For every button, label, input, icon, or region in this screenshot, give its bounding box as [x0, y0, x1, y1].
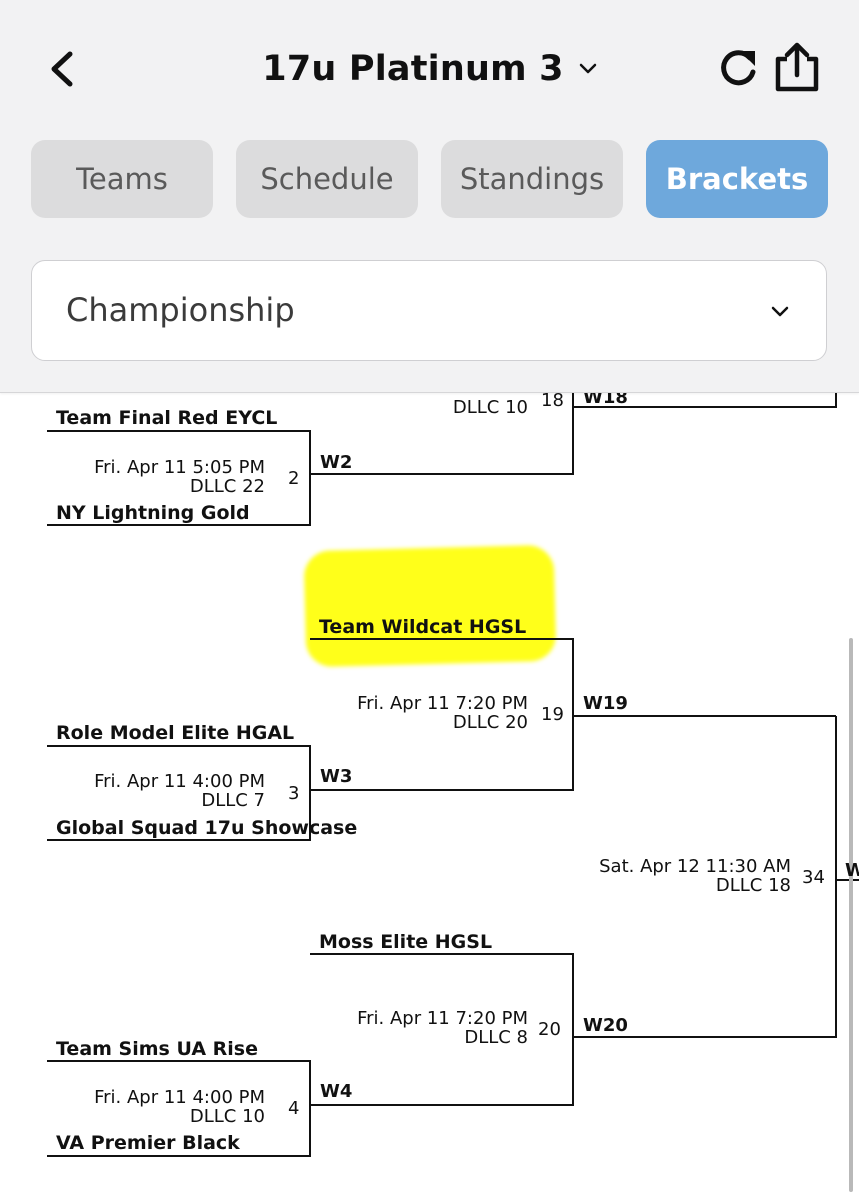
bracket-line-20 [310, 953, 574, 1106]
game-number: 3 [288, 783, 300, 804]
tab-standings[interactable]: Standings [441, 140, 623, 218]
refresh-icon [721, 50, 756, 86]
game-3-info: Fri. Apr 11 4:00 PM DLLC 7 [94, 772, 265, 810]
game-datetime: Fri. Apr 11 4:00 PM [94, 771, 265, 792]
game-datetime: Fri. Apr 11 4:00 PM [94, 1087, 265, 1108]
game-18-field: DLLC 10 [452, 397, 528, 418]
bracket-line-w18 [573, 392, 837, 408]
tab-teams[interactable]: Teams [31, 140, 213, 218]
game-20-info: Fri. Apr 11 7:20 PM DLLC 8 [357, 1009, 528, 1047]
tab-brackets[interactable]: Brackets [646, 140, 828, 218]
winner-label[interactable]: W20 [583, 1015, 628, 1036]
chevron-down-icon [771, 306, 789, 317]
game-datetime: Fri. Apr 11 7:20 PM [357, 693, 528, 714]
page-title: 17u Platinum 3 [262, 49, 564, 89]
bracket-line-2 [47, 430, 311, 526]
game-field: DLLC 8 [464, 1027, 528, 1048]
bracket-line-18 [310, 392, 574, 475]
bracket-line-4 [47, 1060, 311, 1157]
game-field: DLLC 10 [189, 1106, 265, 1127]
chevron-left-icon [51, 51, 73, 87]
team-name[interactable]: Moss Elite HGSL [319, 931, 493, 953]
team-name[interactable]: VA Premier Black [56, 1132, 240, 1154]
bracket-line-19 [310, 638, 574, 791]
game-field: DLLC 20 [452, 712, 528, 733]
game-2-info: Fri. Apr 11 5:05 PM DLLC 22 [94, 458, 265, 496]
game-4-info: Fri. Apr 11 4:00 PM DLLC 10 [94, 1088, 265, 1126]
team-name[interactable]: Global Squad 17u Showcase [56, 817, 358, 839]
game-datetime: Fri. Apr 11 5:05 PM [94, 457, 265, 478]
winner-label[interactable]: W2 [320, 452, 353, 473]
winner-label[interactable]: W4 [320, 1081, 353, 1102]
bracket-select-value: Championship [66, 291, 295, 329]
back-button[interactable] [40, 46, 86, 92]
winner-label[interactable]: W3 [320, 766, 353, 787]
game-19-info: Fri. Apr 11 7:20 PM DLLC 20 [357, 694, 528, 732]
game-18-number: 18 [541, 390, 564, 411]
game-datetime: Sat. Apr 12 11:30 AM [599, 856, 791, 877]
game-datetime: Fri. Apr 11 7:20 PM [357, 1008, 528, 1029]
game-field: DLLC 22 [189, 476, 265, 497]
winner-label[interactable]: W [845, 860, 859, 881]
bracket-line-3 [47, 745, 311, 841]
team-name-highlighted[interactable]: Team Wildcat HGSL [319, 616, 527, 638]
game-number: 19 [541, 704, 564, 725]
share-icon [775, 42, 819, 92]
tab-schedule[interactable]: Schedule [236, 140, 418, 218]
refresh-button[interactable] [714, 44, 762, 92]
team-name[interactable]: Role Model Elite HGAL [56, 722, 295, 744]
team-name[interactable]: NY Lightning Gold [56, 502, 250, 524]
game-number: 2 [288, 468, 300, 489]
game-number: 34 [802, 867, 825, 888]
game-number: 4 [288, 1098, 300, 1119]
team-name[interactable]: Team Sims UA Rise [56, 1038, 258, 1060]
bracket-line-34 [573, 716, 837, 1038]
game-number: 20 [538, 1019, 561, 1040]
winner-label[interactable]: W19 [583, 693, 628, 714]
chevron-down-icon [579, 63, 596, 74]
bracket-select[interactable]: Championship [31, 260, 827, 361]
game-field: DLLC 18 [715, 875, 791, 896]
game-34-info: Sat. Apr 12 11:30 AM DLLC 18 [599, 857, 791, 895]
team-name[interactable]: Team Final Red EYCL [56, 407, 278, 429]
share-button[interactable] [772, 42, 822, 94]
game-field: DLLC 7 [201, 790, 265, 811]
app-header: 17u Platinum 3 Teams Schedule Standings … [0, 0, 859, 393]
division-title-button[interactable]: 17u Platinum 3 [200, 44, 660, 94]
